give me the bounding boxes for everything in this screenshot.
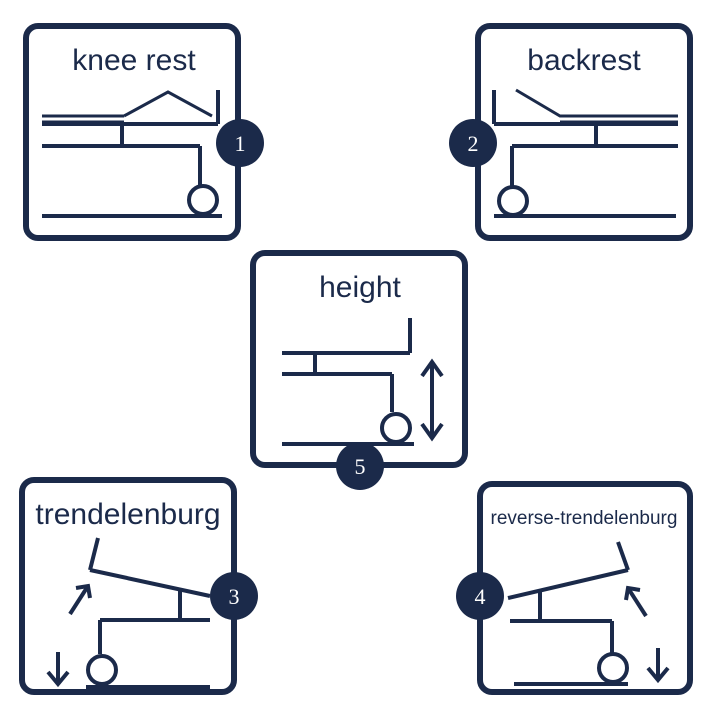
badge-4: 4 (456, 572, 504, 620)
panel-trendelenburg: trendelenburg 3 (19, 477, 258, 695)
svg-text:1: 1 (235, 131, 246, 156)
panel-reverse-trendelenburg: reverse-trendelenburg 4 (456, 481, 693, 695)
arrow-down-icon (646, 648, 670, 684)
bed-height-icon (282, 318, 414, 446)
panel-label: height (319, 271, 401, 304)
badge-2: 2 (449, 119, 497, 167)
badge-1: 1 (216, 119, 264, 167)
panel-label: trendelenburg (35, 498, 220, 531)
svg-text:4: 4 (475, 584, 486, 609)
panel-label: knee rest (72, 44, 196, 77)
bed-backrest-icon (492, 88, 678, 218)
up-down-arrow-icon (420, 358, 444, 442)
bed-tilt-foot-down-icon (507, 541, 630, 686)
bed-tilt-head-down-icon (86, 537, 211, 689)
bed-knee-rest-icon (42, 90, 222, 218)
badge-5: 5 (336, 442, 384, 490)
panel-height: height 5 (250, 250, 468, 490)
svg-text:3: 3 (229, 584, 240, 609)
arrow-up-right-icon (68, 583, 92, 616)
arrow-up-left-icon (624, 585, 648, 618)
panel-backrest: backrest 2 (449, 23, 693, 241)
arrow-down-icon (46, 652, 70, 688)
svg-text:5: 5 (355, 454, 366, 479)
badge-3: 3 (210, 572, 258, 620)
panel-label: reverse-trendelenburg (491, 508, 678, 529)
panel-knee-rest: knee rest 1 (23, 23, 264, 241)
svg-text:2: 2 (468, 131, 479, 156)
panel-label: backrest (527, 44, 641, 77)
